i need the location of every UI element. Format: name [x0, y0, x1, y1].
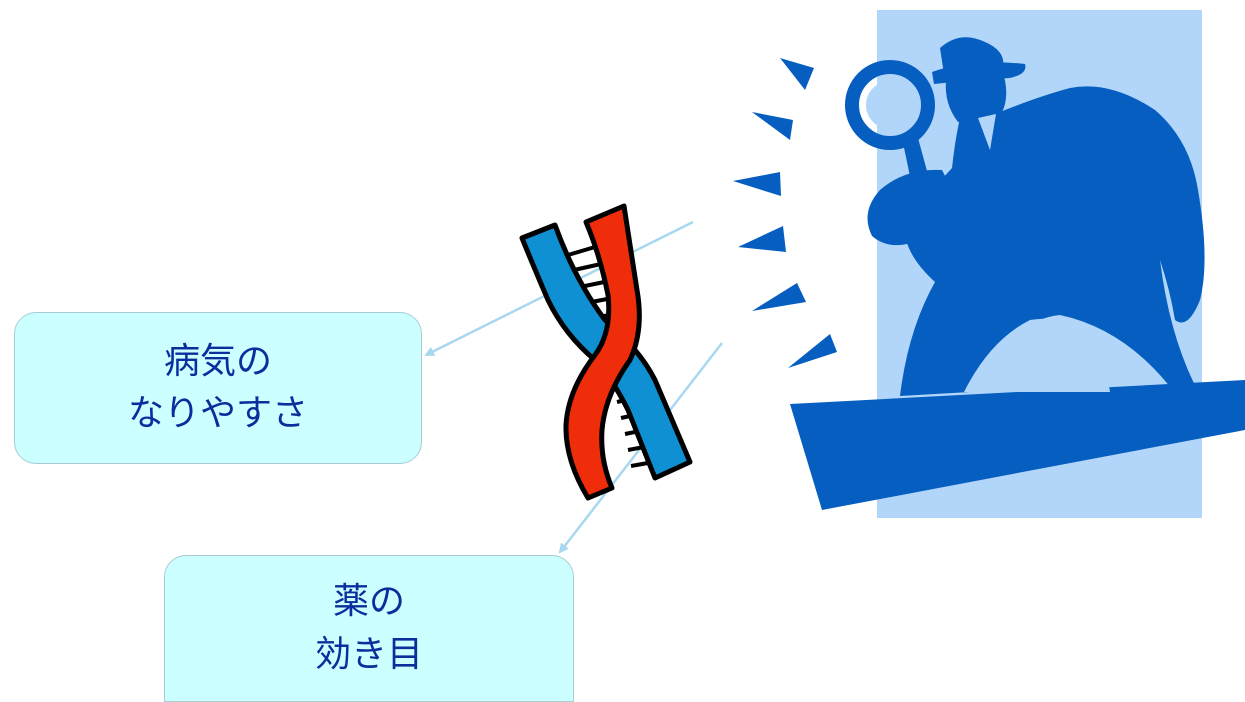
disease-box-line2: なりやすさ: [127, 393, 308, 434]
drug-box-line1: 薬の: [332, 581, 405, 623]
drug-efficacy-text: 薬の 効き目: [315, 576, 423, 680]
dna-strand-red: [563, 203, 642, 501]
dna-icon: [519, 203, 693, 501]
light-rays: [733, 58, 837, 368]
drug-box-line2: 効き目: [314, 633, 423, 675]
disease-susceptibility-text: 病気の なりやすさ: [128, 336, 308, 440]
detective-details: [866, 81, 1110, 392]
drug-efficacy-box: 薬の 効き目: [164, 555, 574, 702]
disease-box-line1: 病気の: [163, 340, 272, 382]
detective-icon: [733, 10, 1245, 518]
disease-susceptibility-box: 病気の なりやすさ: [14, 312, 422, 464]
detective-figure: [790, 37, 1245, 510]
